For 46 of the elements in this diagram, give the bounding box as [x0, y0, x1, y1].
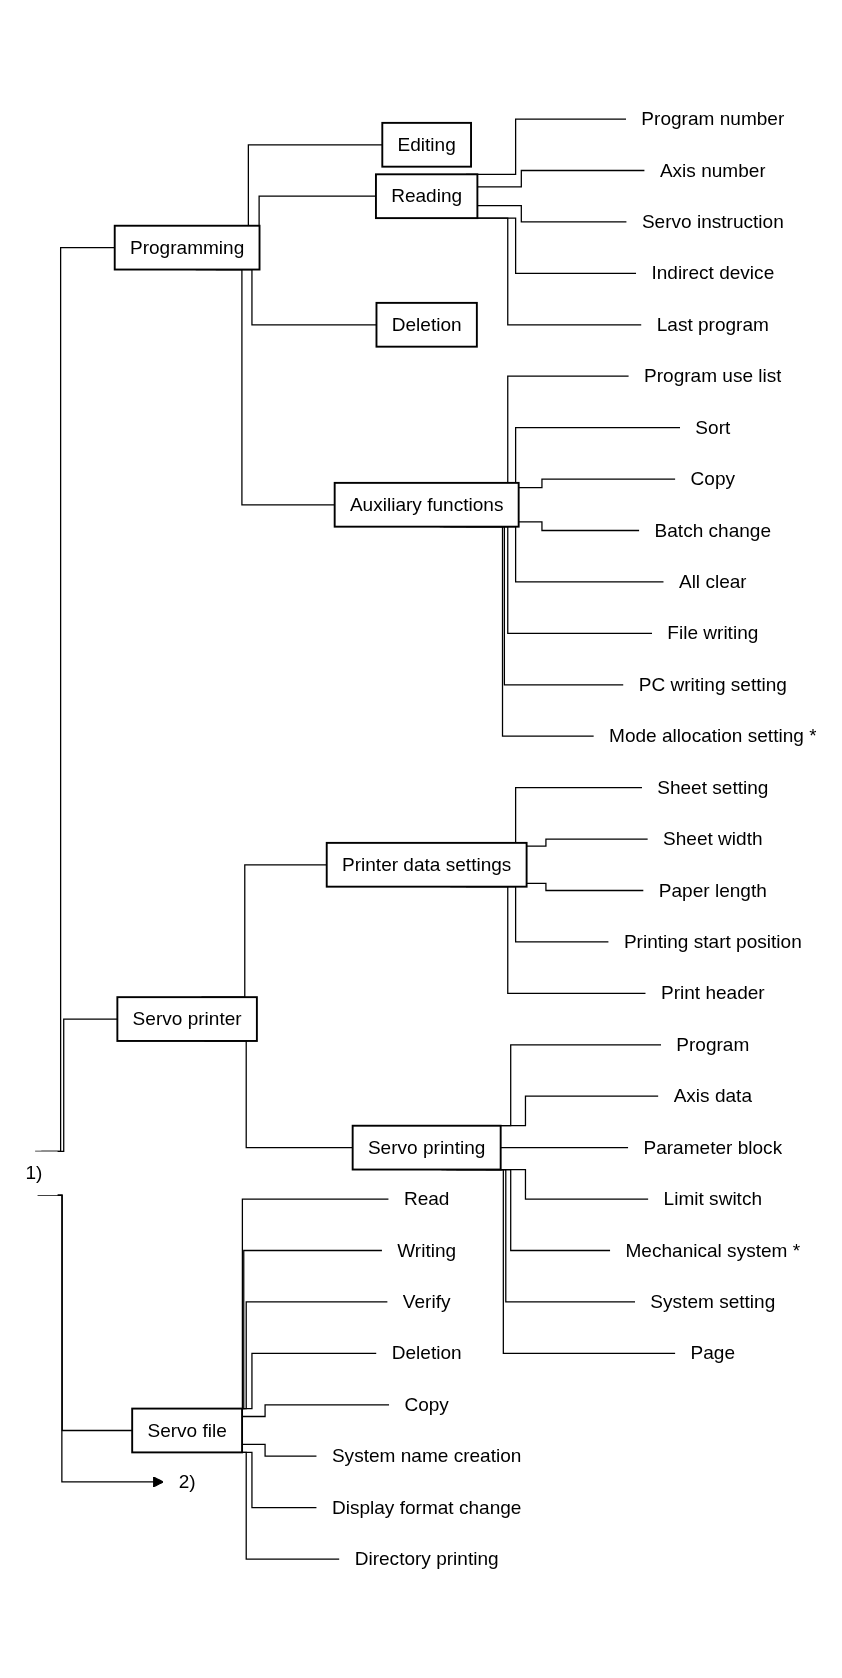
node-text: Axis data [673, 1084, 752, 1106]
node-text: File writing [667, 621, 759, 644]
node-text: Verify [402, 1290, 451, 1312]
node-text: Axis number [659, 158, 766, 181]
node-text: Display format change [331, 1495, 522, 1518]
node-box: Editing [381, 121, 472, 168]
node-text: Page [690, 1341, 736, 1364]
node-text: Copy [404, 1392, 449, 1415]
node-text: Copy [690, 467, 736, 489]
node-text: Sort [695, 415, 731, 438]
node-text: Program [676, 1032, 750, 1055]
node-text: Limit switch [663, 1187, 763, 1209]
node-text: PC writing setting [638, 672, 787, 695]
node-text: Indirect device [651, 261, 775, 284]
node-text: Program use list [644, 364, 782, 386]
connector [518, 521, 640, 532]
node-text: System name creation [331, 1444, 522, 1466]
node-text: System setting [650, 1290, 776, 1312]
node-text: Parameter block [643, 1135, 783, 1158]
node-text: Mechanical system * [625, 1238, 801, 1261]
node-box: Programming [113, 224, 261, 271]
connector [518, 478, 676, 489]
node-box: Servo printer [116, 996, 258, 1042]
node-text: Paper length [658, 878, 767, 901]
node-text: Program number [641, 107, 785, 129]
node-text: Read [403, 1187, 450, 1209]
node-text: Deletion [391, 1341, 462, 1364]
node-text: Writing [397, 1238, 457, 1261]
node-box: Reading [375, 173, 479, 219]
node-text: Batch change [654, 518, 772, 541]
node-text: Mode allocation setting * [609, 724, 817, 746]
node-box: Auxiliary functions [333, 481, 520, 528]
node-text: Sheet setting [657, 775, 769, 798]
node-box: Deletion [375, 301, 478, 348]
node-text: All clear [678, 570, 747, 592]
node-box: Printer data settings [325, 841, 528, 888]
node-text: Last program [656, 312, 769, 335]
node-text: Directory printing [354, 1547, 499, 1569]
node-text: Print header [660, 981, 765, 1004]
node-box: Servo file [131, 1407, 243, 1454]
node-text: Sheet width [663, 827, 763, 849]
node-box: Servo printing [351, 1124, 502, 1171]
node-text: Printing start position [623, 930, 802, 952]
node-text: Servo instruction [641, 210, 784, 232]
node-text: 2) [178, 1470, 196, 1492]
connector [500, 1146, 629, 1149]
